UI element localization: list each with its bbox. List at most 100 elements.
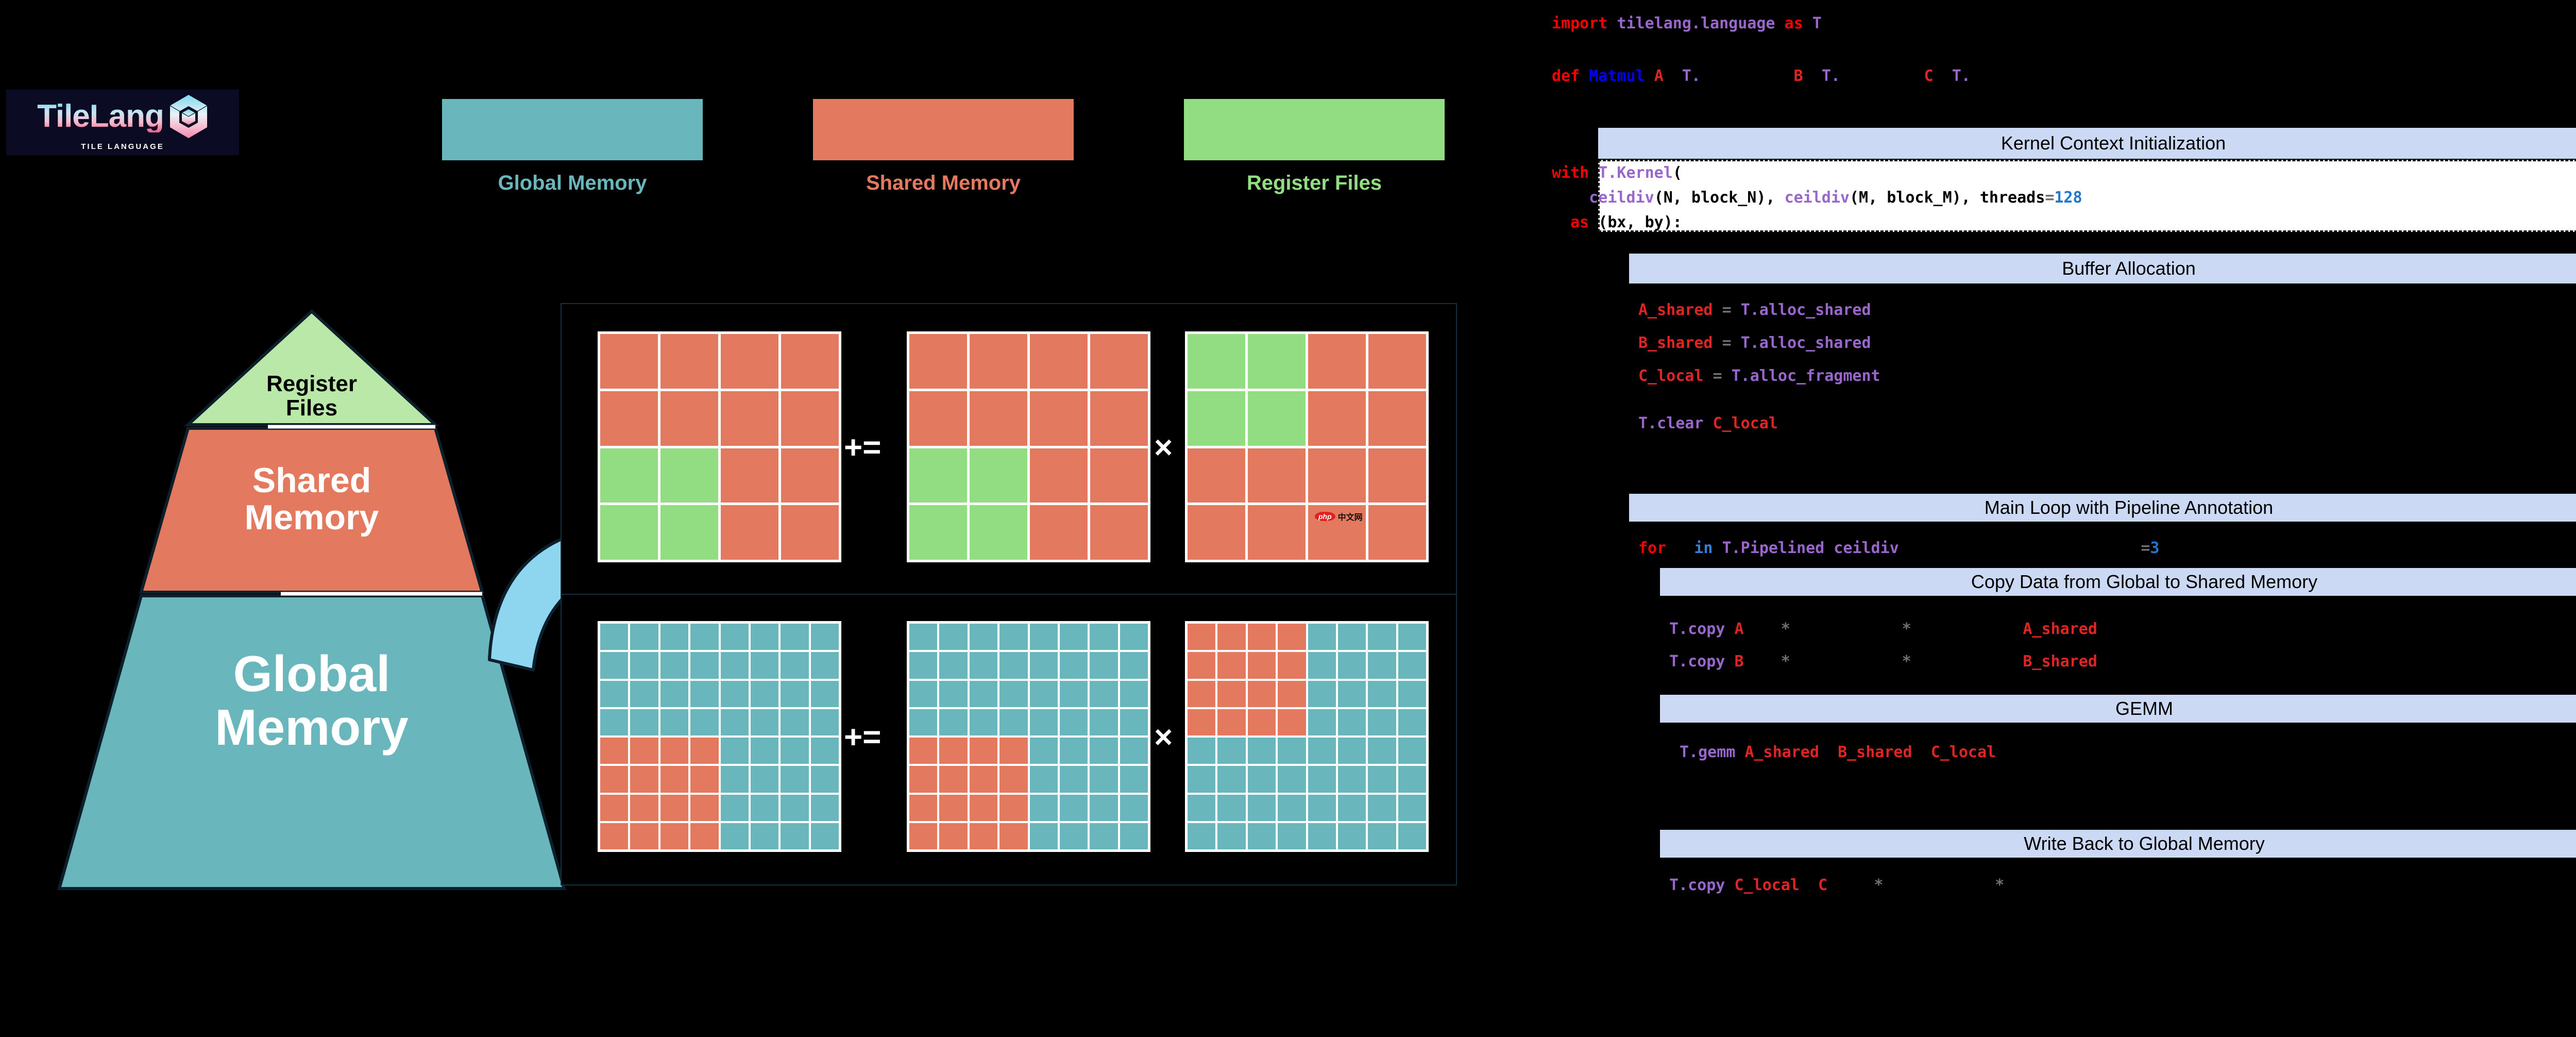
matrix-cell	[600, 448, 658, 503]
matrix-cell	[1278, 823, 1306, 849]
matrix-cell	[810, 738, 839, 764]
matrix-cell	[1090, 709, 1118, 735]
matrix-cell	[1368, 794, 1396, 821]
matrix-cell	[1248, 334, 1306, 389]
code-line-import: import tilelang.language as T	[1552, 14, 1822, 32]
matrix-cell	[909, 709, 938, 735]
matrix-cell	[939, 766, 968, 793]
matrix-cell	[1398, 823, 1426, 849]
matrix-cell	[1337, 652, 1366, 679]
matrix-cell	[1248, 448, 1306, 503]
matrix-cell	[1247, 738, 1276, 764]
code-line-as-bx-by: ) as (bx, by):	[1552, 213, 1682, 231]
matrix-cell	[781, 505, 839, 560]
matrix-cell	[1368, 334, 1426, 389]
matrix-cell	[630, 823, 658, 849]
matrix-cell	[630, 652, 658, 679]
register-files-swatch	[1184, 99, 1445, 160]
matrix-cell	[1090, 766, 1118, 793]
matrix-cell	[939, 738, 968, 764]
matrix-cell	[720, 680, 749, 707]
matrix-cell	[1247, 823, 1276, 849]
matrix-cell	[939, 794, 968, 821]
matrix-cell	[1029, 738, 1058, 764]
code-line-copy-b: T.copy B * * B_shared	[1669, 653, 2097, 671]
matrix-cell	[690, 680, 719, 707]
code-line-for-pipelined: for in T.Pipelined ceildiv =3	[1638, 539, 2160, 557]
matrix-cell	[1059, 794, 1088, 821]
matrix-cell	[1278, 738, 1306, 764]
matrix-cell	[1030, 505, 1088, 560]
matrix-cell	[750, 652, 779, 679]
matrix-cell	[1188, 766, 1216, 793]
matrix-cell	[1029, 624, 1058, 650]
matrix-cell	[660, 505, 718, 560]
matrix-cell	[630, 766, 658, 793]
matrix-cell	[1090, 738, 1118, 764]
matrix-cell	[1029, 652, 1058, 679]
matrix-cell	[1308, 448, 1366, 503]
logo-wordmark: TileLang	[37, 98, 164, 134]
memory-hierarchy-pyramid: Register Files Shared Memory Global Memo…	[52, 307, 572, 895]
matrix-cell	[999, 823, 1028, 849]
matrix-cell	[1247, 624, 1276, 650]
matrix-cell	[1398, 624, 1426, 650]
matrix-cell	[1090, 505, 1148, 560]
matrix-cell	[1188, 680, 1216, 707]
matrix-cell	[1059, 709, 1088, 735]
matrix-cell	[1337, 680, 1366, 707]
matrix-cell	[1188, 709, 1216, 735]
matrix-cell	[600, 391, 658, 446]
tilelang-logo: TileLang TILE LANGUAGE	[6, 90, 239, 155]
matrix-cell	[1398, 680, 1426, 707]
matrix-cell	[720, 738, 749, 764]
banner-copy-data: Copy Data from Global to Shared Memory	[1660, 568, 2576, 596]
matrix-cell	[969, 709, 998, 735]
matrix-cell	[781, 624, 809, 650]
matrix-cell	[999, 709, 1028, 735]
matrix-cell	[999, 624, 1028, 650]
matrix-cell	[1308, 624, 1336, 650]
legend-item-shared-memory: Shared Memory	[813, 99, 1074, 195]
matrix-cell	[909, 448, 967, 503]
matrix-cell	[750, 709, 779, 735]
logo-row: TileLang	[37, 94, 208, 139]
matrix-cell	[660, 709, 689, 735]
matrix-cell	[781, 652, 809, 679]
code-line-with-kernel: with T.Kernel(	[1552, 164, 1682, 182]
matrix-cell	[690, 624, 719, 650]
matrix-cell	[660, 680, 689, 707]
matrix-c-global-output	[598, 621, 841, 852]
matrix-cell	[1308, 391, 1366, 446]
code-line-gemm: T.gemm A_shared B_shared C_local	[1680, 743, 1996, 761]
matrix-cell	[600, 680, 629, 707]
matrix-cell	[1059, 766, 1088, 793]
matrix-cell	[600, 652, 629, 679]
matrix-cell	[600, 624, 629, 650]
shared-memory-swatch	[813, 99, 1074, 160]
matrix-cell	[600, 709, 629, 735]
matrix-cell	[660, 823, 689, 849]
matrix-cell	[999, 738, 1028, 764]
logo-subtitle: TILE LANGUAGE	[81, 142, 164, 151]
matrix-cell	[1120, 680, 1148, 707]
matrix-cell	[1308, 823, 1336, 849]
matrix-cell	[720, 766, 749, 793]
pyramid-label-register-files: Register Files	[266, 371, 358, 421]
matrix-cell	[781, 794, 809, 821]
matrix-cell	[1188, 391, 1245, 446]
matrix-cell	[1090, 448, 1148, 503]
matrix-cell	[1029, 709, 1058, 735]
matrix-cell	[690, 738, 719, 764]
banner-write-back: Write Back to Global Memory	[1660, 830, 2576, 858]
pyramid-shape	[57, 309, 566, 890]
matrix-cell	[600, 738, 629, 764]
matrix-cell	[630, 738, 658, 764]
matrix-cell	[781, 680, 809, 707]
matrix-cell	[750, 823, 779, 849]
matrix-cell	[1247, 652, 1276, 679]
matrix-cell	[1120, 766, 1148, 793]
pyramid-label-global-memory: Global Memory	[215, 645, 409, 756]
legend-label-shared-memory: Shared Memory	[866, 172, 1021, 194]
matrix-cell	[969, 766, 998, 793]
